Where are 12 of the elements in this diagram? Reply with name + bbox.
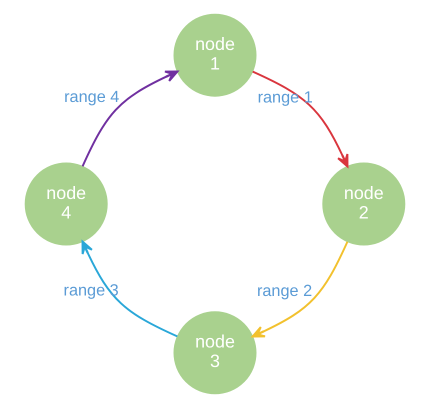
node-circle: node 3 bbox=[174, 311, 256, 394]
arrow bbox=[252, 241, 348, 338]
edge-label: range 1 bbox=[258, 88, 313, 107]
edge-label: range 3 bbox=[64, 282, 119, 300]
arrow bbox=[252, 70, 348, 168]
edge-label: range 2 bbox=[256, 282, 312, 300]
node-circle: node 2 bbox=[322, 162, 406, 246]
arrow bbox=[82, 240, 178, 338]
node-circle: node 1 bbox=[174, 14, 256, 97]
node-circle: node 4 bbox=[24, 162, 108, 246]
edge-label: range 4 bbox=[64, 88, 120, 106]
arrow bbox=[82, 70, 178, 167]
